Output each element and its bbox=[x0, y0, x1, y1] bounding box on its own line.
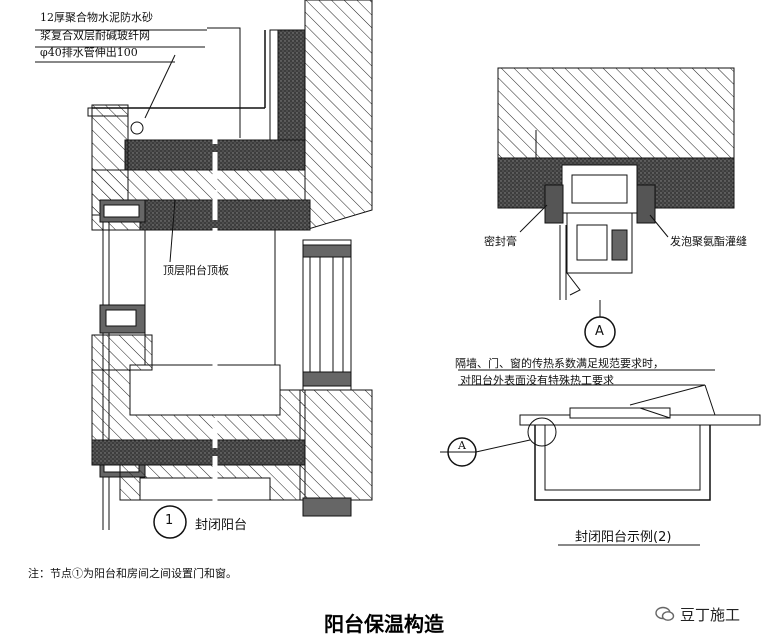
concrete-wall-lower bbox=[299, 389, 373, 501]
concrete-wall bbox=[304, 0, 373, 231]
marker-a-left: A bbox=[458, 439, 466, 452]
detail-circle bbox=[527, 417, 557, 447]
req-leader bbox=[629, 384, 706, 406]
room-outline bbox=[144, 229, 276, 381]
callout-drain-pipe: φ40排水管伸出100 bbox=[40, 46, 138, 59]
watermark-text: 豆丁施工 bbox=[680, 606, 741, 624]
caption-closed-balcony-example: 封闭阳台示例(2) bbox=[575, 530, 672, 545]
page-title: 阳台保温构造 bbox=[324, 612, 444, 636]
callout-requirement-1: 隔墙、门、窗的传热系数满足规范要求时， bbox=[455, 357, 664, 370]
node-number: 1 bbox=[165, 513, 174, 528]
callout-fiberglass-mesh: 浆复合双层耐碱玻纤网 bbox=[40, 29, 150, 42]
upper-wall-insulation bbox=[277, 29, 306, 151]
foam-leader bbox=[649, 214, 669, 238]
right-top-detail bbox=[497, 67, 735, 348]
ceiling-slab bbox=[497, 67, 735, 161]
footnote: 注：节点①为阳台和房间之间设置门和窗。 bbox=[28, 567, 237, 580]
left-section-detail bbox=[35, 0, 373, 539]
callout-requirement-2: 对阳台外表面没有特殊热工要求 bbox=[460, 374, 614, 387]
callout-waterproof-mortar: 12厚聚合物水泥防水砂 bbox=[40, 11, 153, 24]
callout-sealant: 密封膏 bbox=[484, 235, 517, 248]
callout-foam: 发泡聚氨酯灌缝 bbox=[670, 235, 747, 248]
seal-left bbox=[544, 184, 564, 224]
lower-slab-foam bbox=[91, 439, 306, 466]
parapet bbox=[91, 104, 129, 216]
drain-pipe bbox=[130, 121, 144, 135]
seal-right bbox=[636, 184, 656, 224]
lower-slab-insulation bbox=[91, 334, 153, 371]
leader-1 bbox=[207, 27, 241, 138]
node-circle bbox=[153, 505, 187, 539]
balcony-outline bbox=[534, 425, 711, 501]
interior-box bbox=[129, 364, 281, 416]
leader-3 bbox=[169, 199, 176, 263]
slab-insulation-mid bbox=[139, 199, 311, 231]
wechat-icon bbox=[655, 606, 675, 622]
marker-a-top-circle bbox=[584, 316, 616, 348]
leader-2 bbox=[144, 54, 176, 119]
callout-roof-slab: 顶层阳台顶板 bbox=[163, 262, 229, 278]
marker-a-top: A bbox=[595, 324, 604, 339]
right-bottom-detail bbox=[440, 369, 761, 546]
seal-leader bbox=[519, 204, 548, 233]
caption-closed-balcony: 封闭阳台 bbox=[195, 518, 248, 533]
